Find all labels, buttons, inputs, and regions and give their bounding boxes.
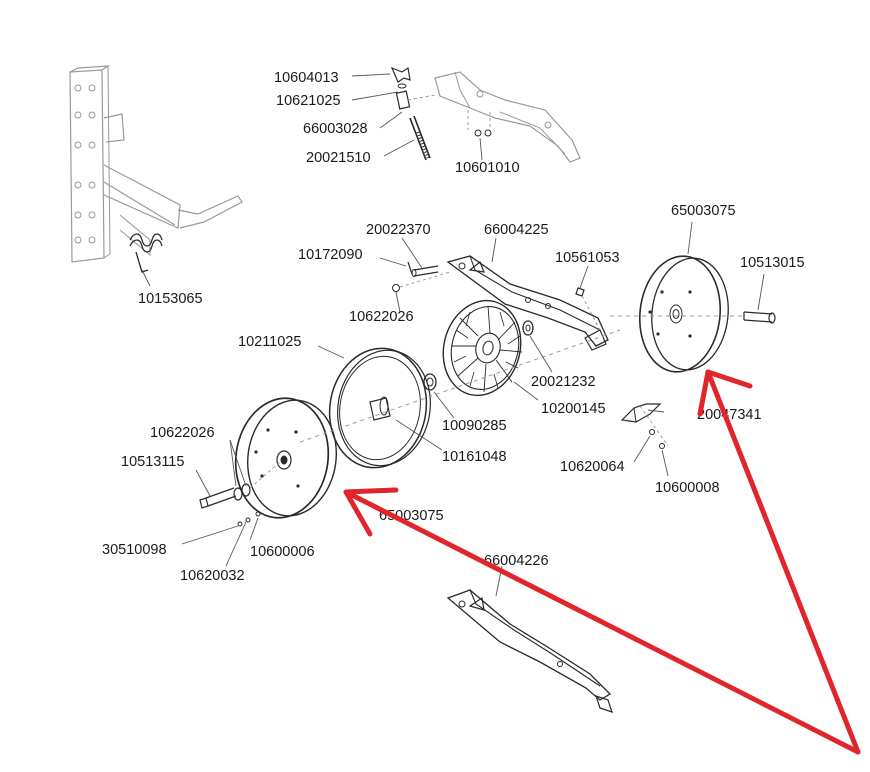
label-10620032: 10620032 (180, 568, 245, 584)
upper-bracket (434, 71, 581, 163)
label-10161048: 10161048 (442, 449, 507, 465)
label-10622026-top: 10622026 (349, 309, 414, 325)
adjuster-screw-set (390, 66, 436, 161)
label-10211025: 10211025 (238, 334, 301, 350)
label-10561053: 10561053 (555, 250, 620, 266)
tire (328, 347, 432, 469)
axle-bolt-left (199, 461, 281, 527)
label-10513115: 10513115 (121, 454, 184, 470)
annotation-arrows (343, 369, 861, 755)
assembly-axis-lines (299, 315, 742, 447)
arm-bolt (575, 287, 601, 331)
label-65003075-top: 65003075 (671, 203, 736, 219)
label-10600006: 10600006 (250, 544, 315, 560)
label-10153065: 10153065 (138, 291, 203, 307)
leader-lines (141, 73, 765, 597)
main-arm (446, 255, 609, 351)
label-20047341: 20047341 (697, 407, 762, 423)
wheel-rim-left (234, 397, 338, 519)
arrow-to-left-wheel (343, 489, 861, 755)
mounting-frame (69, 65, 243, 263)
label-66004225: 66004225 (484, 222, 549, 238)
label-65003075-bottom: 65003075 (379, 508, 444, 524)
label-10090285: 10090285 (442, 418, 507, 434)
spring-part (129, 233, 163, 273)
label-10172090: 10172090 (298, 247, 363, 263)
axle-bolt-right (743, 311, 776, 324)
label-66004226: 66004226 (484, 553, 549, 569)
part-labels: 10604013 10621025 66003028 20021510 1060… (102, 70, 805, 584)
hub-disc (442, 299, 523, 397)
label-10621025: 10621025 (276, 93, 341, 109)
spacer-bushing (522, 320, 534, 336)
label-10604013: 10604013 (274, 70, 339, 86)
label-10620064: 10620064 (560, 459, 625, 475)
arrowhead-right-wheel (697, 369, 753, 417)
label-66003028: 66003028 (303, 121, 368, 137)
label-20022370: 20022370 (366, 222, 431, 238)
pin-and-clip (392, 261, 451, 292)
arrowhead-left-wheel (343, 487, 399, 537)
label-10513015: 10513015 (740, 255, 805, 271)
label-20021510: 20021510 (306, 150, 371, 166)
arrow-to-right-wheel (705, 369, 861, 755)
label-10600008: 10600008 (655, 480, 720, 496)
clamp-bracket (620, 403, 665, 449)
label-10601010: 10601010 (455, 160, 520, 176)
label-10200145: 10200145 (541, 401, 606, 417)
label-20021232: 20021232 (531, 374, 596, 390)
wheel-rim-right (638, 255, 729, 373)
washer (423, 373, 437, 391)
label-30510098: 30510098 (102, 542, 167, 558)
label-10622026-left: 10622026 (150, 425, 215, 441)
lower-arm (446, 589, 613, 713)
